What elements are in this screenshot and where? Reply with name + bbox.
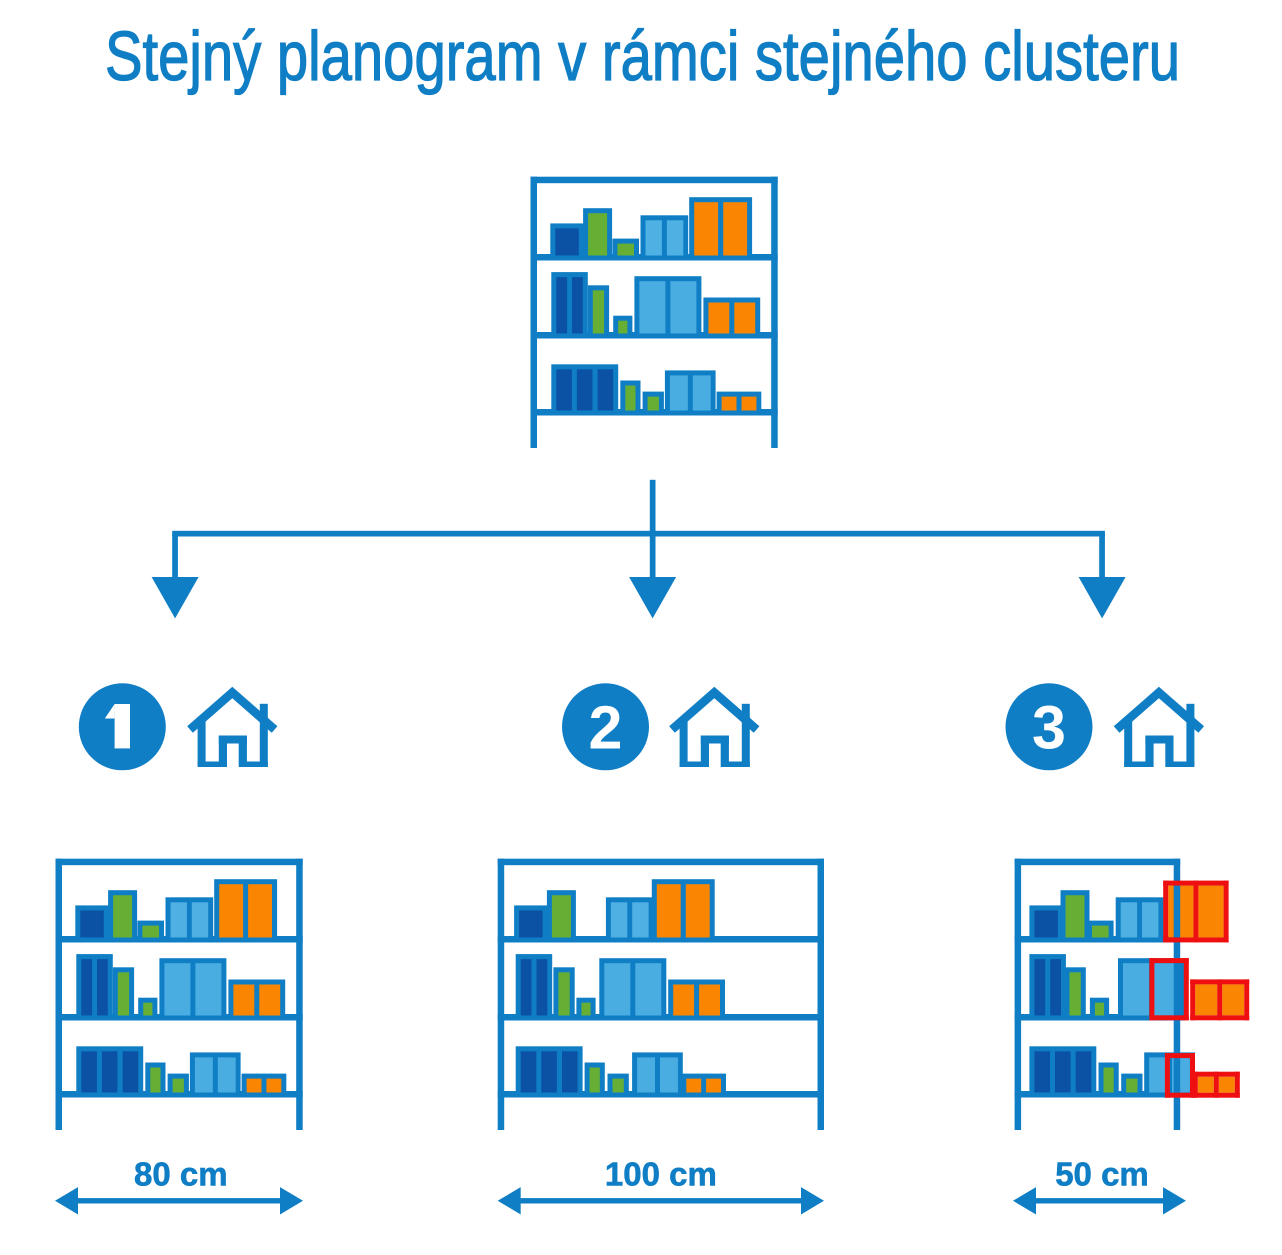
svg-text:3: 3 xyxy=(1032,694,1066,762)
svg-text:80 cm: 80 cm xyxy=(134,1155,228,1192)
svg-text:50 cm: 50 cm xyxy=(1055,1155,1149,1192)
svg-text:100 cm: 100 cm xyxy=(605,1155,717,1192)
svg-text:Stejný planogram v rámci stejn: Stejný planogram v rámci stejného cluste… xyxy=(105,17,1180,95)
svg-text:2: 2 xyxy=(589,694,623,762)
